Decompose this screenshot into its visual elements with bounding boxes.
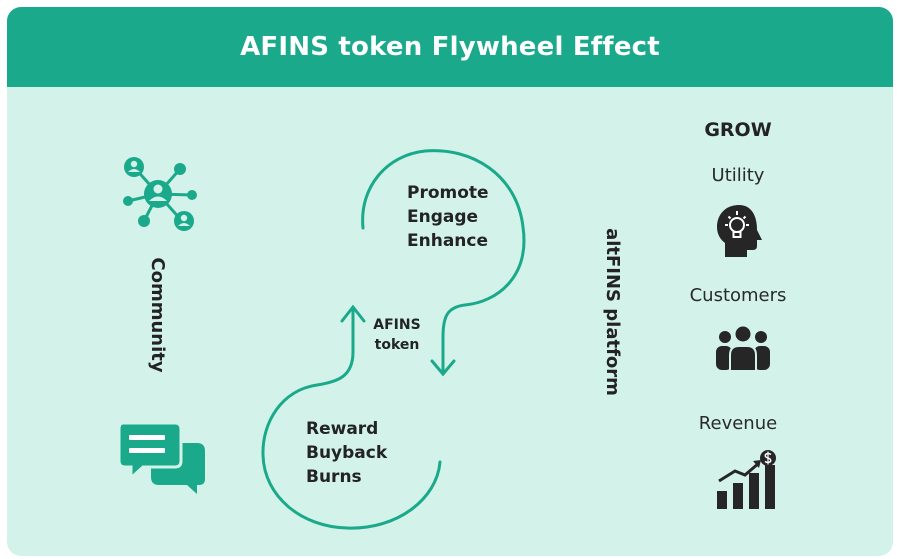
grow-item-utility-label: Utility xyxy=(711,165,765,186)
top-loop-line: Engage xyxy=(407,207,479,227)
bottom-loop-line: Reward xyxy=(306,419,379,439)
bottom-loop-line: Burns xyxy=(306,467,362,487)
platform-label: altFINS platform xyxy=(602,228,623,396)
down-arrow-head xyxy=(430,359,456,377)
center-token-line: AFINS xyxy=(373,317,421,333)
up-arrow-head xyxy=(340,304,366,323)
top-loop-text: Promote Engage Enhance xyxy=(407,181,547,253)
center-token-line: token xyxy=(374,337,420,353)
chat-bubbles-icon xyxy=(117,421,205,494)
people-group-icon xyxy=(716,325,770,372)
bottom-loop-line: Buyback xyxy=(306,443,388,463)
page-title: AFINS token Flywheel Effect xyxy=(240,32,660,62)
grow-title: GROW xyxy=(704,119,772,141)
top-loop-line: Promote xyxy=(407,183,489,203)
flywheel-card: AFINS token Flywheel Effect Community xyxy=(7,7,893,556)
head-lightbulb-icon xyxy=(717,205,762,257)
network-icon xyxy=(123,157,197,231)
bottom-loop-arc xyxy=(261,307,442,530)
grow-item-revenue-label: Revenue xyxy=(698,413,778,434)
header-bar: AFINS token Flywheel Effect xyxy=(7,7,893,87)
flywheel-loop-graphic xyxy=(261,149,526,530)
top-loop-line: Enhance xyxy=(407,231,488,251)
center-token-text: AFINS token xyxy=(359,315,435,355)
grow-item-customers-label: Customers xyxy=(689,285,787,306)
community-label: Community xyxy=(147,257,168,373)
bottom-loop-text: Reward Buyback Burns xyxy=(306,417,446,489)
top-loop-arc xyxy=(361,149,526,376)
growth-chart-icon xyxy=(717,450,776,509)
